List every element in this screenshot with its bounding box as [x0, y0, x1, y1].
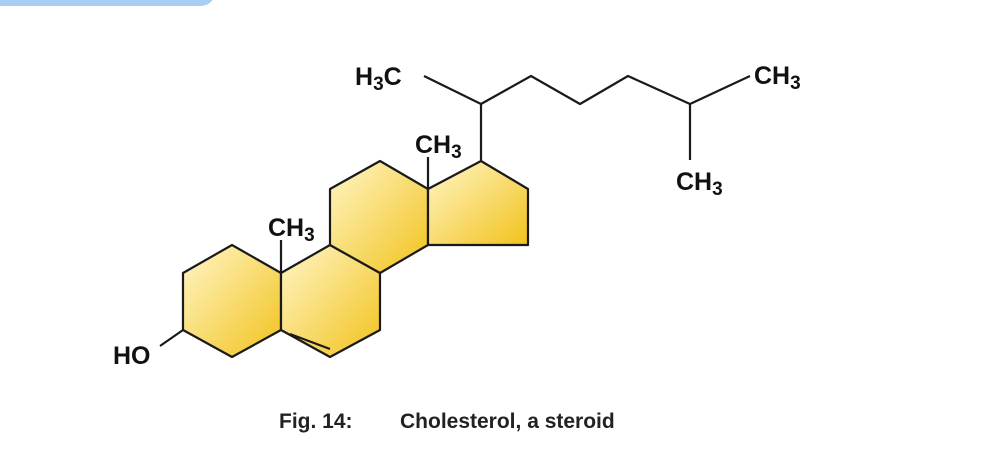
double-bond-line	[289, 332, 331, 351]
methyl-label-terminal: CH3	[754, 62, 801, 94]
header-tab	[0, 0, 215, 6]
side-chain	[479, 74, 751, 161]
hydroxyl-bond	[159, 329, 184, 347]
methyl-label-h3c: H3C	[355, 63, 402, 95]
methyl-label-c13: CH3	[415, 131, 462, 163]
ring-a	[181, 243, 283, 359]
methyl-label-isopropyl: CH3	[676, 168, 723, 200]
figure-title: Cholesterol, a steroid	[400, 410, 615, 433]
ring-d	[426, 159, 530, 247]
methyl-label-c10: CH3	[268, 214, 315, 246]
hydroxyl-label: HO	[113, 342, 151, 370]
side-chain-methyl-bond	[423, 75, 482, 105]
figure-number: Fig. 14:	[279, 410, 353, 433]
